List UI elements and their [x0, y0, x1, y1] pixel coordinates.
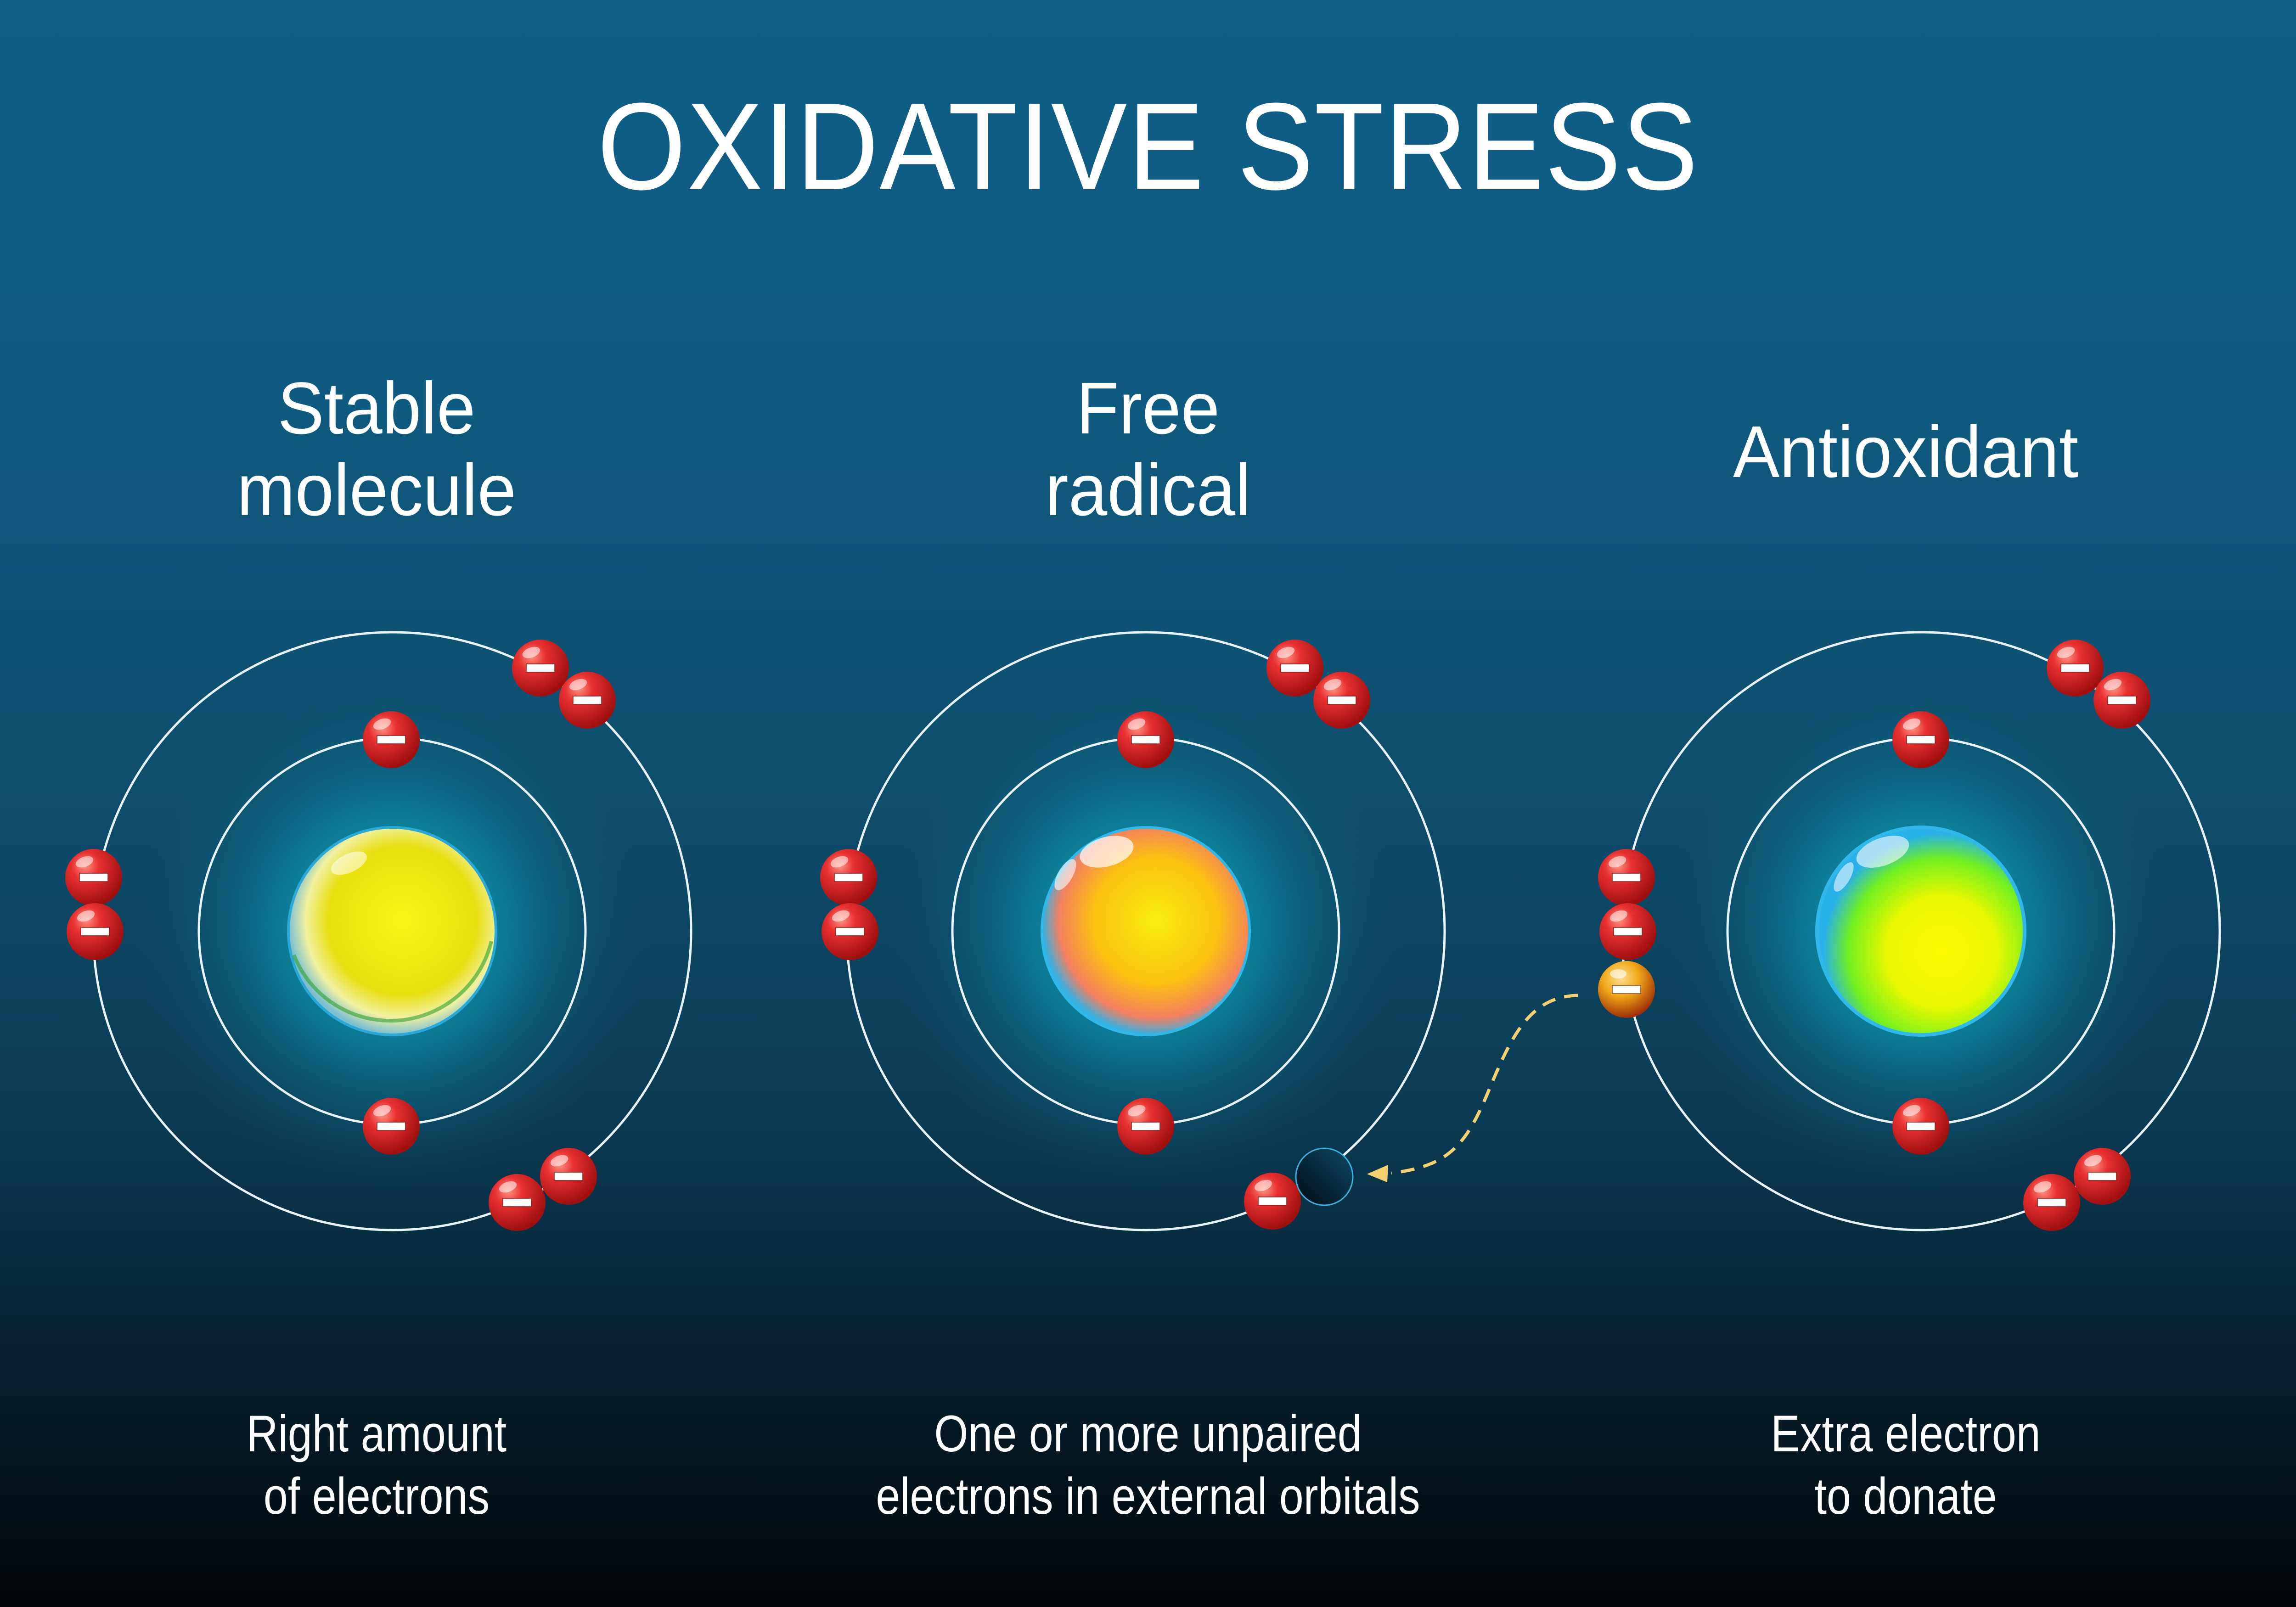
- heading-line: Stable: [277, 367, 476, 449]
- atom-antioxidant: [1598, 631, 2221, 1231]
- caption-line: electrons in external orbitals: [876, 1467, 1420, 1525]
- heading-line: Antioxidant: [1733, 410, 2079, 493]
- electron-transfer-arrow: [1367, 994, 1578, 1182]
- electron-vacancy: [1295, 1147, 1354, 1206]
- caption-free-radical: One or more unpaired electrons in extern…: [836, 1403, 1460, 1528]
- heading-line: Free: [1076, 367, 1220, 449]
- heading-line: molecule: [236, 449, 517, 531]
- atom-free-radical: [820, 631, 1446, 1231]
- caption-stable-molecule: Right amount of electrons: [181, 1403, 572, 1528]
- caption-line: One or more unpaired: [934, 1405, 1362, 1462]
- heading-stable-molecule: Stable molecule: [158, 367, 595, 531]
- caption-line: of electrons: [263, 1467, 490, 1525]
- atom-stable-molecule: [65, 631, 692, 1231]
- heading-free-radical: Free radical: [930, 367, 1366, 531]
- heading-antioxidant: Antioxidant: [1688, 411, 2124, 493]
- caption-antioxidant: Extra electron to donate: [1711, 1403, 2101, 1528]
- donated-electron: [1598, 961, 1655, 1018]
- heading-line: radical: [1045, 449, 1251, 531]
- caption-line: Right amount: [246, 1405, 507, 1462]
- page-title: OXIDATIVE STRESS: [597, 78, 1699, 216]
- caption-line: Extra electron: [1771, 1405, 2041, 1462]
- caption-line: to donate: [1814, 1467, 1997, 1525]
